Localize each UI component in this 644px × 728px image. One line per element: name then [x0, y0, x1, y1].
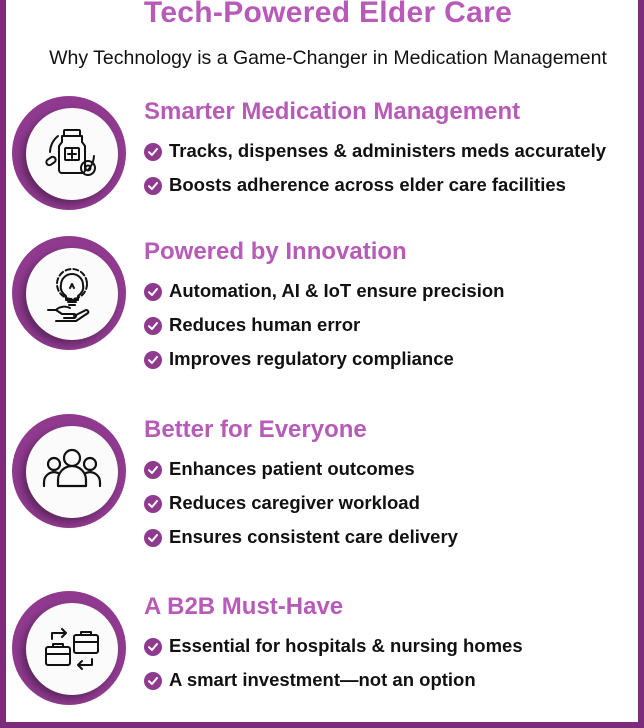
briefcase-exchange-icon [45, 628, 99, 670]
page-subtitle: Why Technology is a Game-Changer in Medi… [49, 47, 607, 69]
check-icon [144, 351, 162, 369]
section-title: Smarter Medication Management [144, 98, 521, 125]
check-icon [144, 638, 162, 656]
section-title: Powered by Innovation [144, 238, 407, 265]
page-title: Tech-Powered Elder Care [143, 0, 513, 29]
check-icon [144, 495, 162, 513]
section-icon-circle [12, 236, 126, 350]
section-icon-circle [12, 591, 126, 705]
check-icon [144, 317, 162, 335]
section-icon-circle [12, 96, 126, 210]
medication-bottle-icon [45, 129, 96, 176]
check-icon [144, 461, 162, 479]
section-title: A B2B Must-Have [144, 593, 344, 620]
section-title: Better for Everyone [144, 416, 367, 443]
check-icon [144, 143, 162, 161]
check-icon [144, 283, 162, 301]
check-icon [144, 177, 162, 195]
check-icon [144, 529, 162, 547]
people-group-icon [42, 448, 102, 488]
check-icon [144, 672, 162, 690]
innovation-lightbulb-icon [47, 268, 90, 322]
section-icon-circle [12, 414, 126, 528]
